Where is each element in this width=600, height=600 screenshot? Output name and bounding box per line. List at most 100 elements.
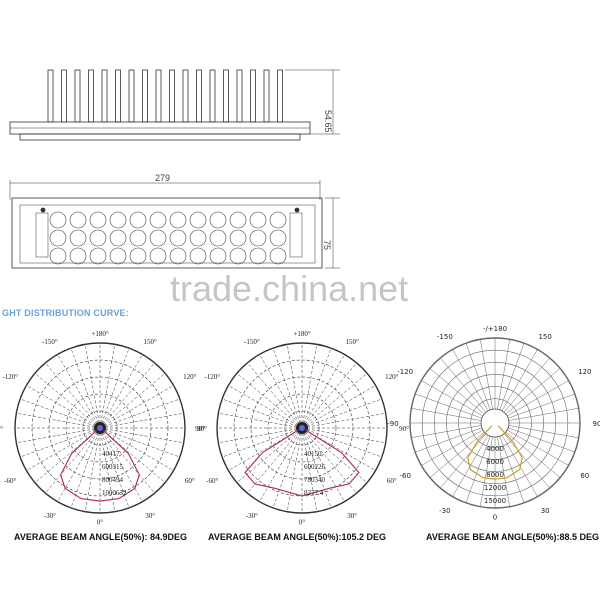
lens	[109, 247, 127, 265]
height-dimension: 54.65	[323, 110, 333, 133]
lens	[129, 247, 147, 265]
lens	[269, 247, 287, 265]
lens	[109, 229, 127, 247]
angle-label: -150°	[244, 338, 260, 346]
angle-label: 30°	[347, 512, 357, 520]
angle-label: -30°	[44, 512, 56, 520]
polar-spoke	[236, 373, 303, 429]
polar-spoke	[99, 385, 174, 429]
angle-label: 150	[538, 333, 551, 341]
fin	[182, 69, 189, 123]
polar-spoke	[57, 427, 101, 502]
angle-label: 60°	[185, 477, 195, 485]
lens	[129, 229, 147, 247]
angle-label: 90°	[0, 425, 3, 433]
polar-spoke	[99, 344, 116, 429]
ring-value-label: 600226	[304, 463, 326, 471]
lens	[89, 229, 107, 247]
ring-value-label: 6000	[486, 458, 504, 466]
lens-array	[40, 207, 300, 265]
polar-spoke	[272, 427, 303, 508]
heatsink-side-view	[9, 69, 340, 141]
polar-center-dot	[299, 425, 305, 431]
lens	[229, 211, 247, 229]
angle-label: -60°	[206, 477, 218, 485]
watermark: trade.china.net	[170, 268, 409, 309]
polar-spoke	[70, 348, 101, 429]
ring-value-label: 600315	[102, 463, 124, 471]
fin	[209, 69, 216, 123]
ring-value-label: 40150	[304, 450, 322, 458]
ring-value-label: 12000	[484, 484, 506, 492]
angle-label: -90	[387, 420, 398, 428]
lens	[109, 211, 127, 229]
angle-label: 30°	[145, 512, 155, 520]
polar-spoke	[301, 427, 318, 512]
polar-spoke	[222, 427, 303, 458]
angle-label: -150	[437, 333, 453, 341]
polar-spoke	[99, 373, 166, 429]
fin	[196, 69, 202, 123]
polar-spoke	[301, 348, 332, 429]
polar-ring	[14, 342, 186, 514]
polar-spoke	[99, 427, 143, 502]
beam-curve	[467, 425, 523, 480]
lens	[49, 229, 67, 247]
depth-dimension: 75	[322, 240, 332, 250]
angle-label: -/+180	[483, 325, 507, 333]
fin	[74, 69, 81, 123]
polar-spoke	[301, 344, 318, 429]
lens	[89, 247, 107, 265]
polar-spoke	[20, 427, 101, 458]
fin	[101, 69, 108, 123]
angle-label: 60	[580, 472, 589, 480]
lens	[149, 247, 167, 265]
angle-label: -150°	[42, 338, 58, 346]
screw-icon	[40, 207, 46, 213]
polar-spoke	[228, 427, 303, 471]
polar-spoke	[301, 354, 345, 429]
polar-spoke	[301, 362, 357, 429]
fin	[263, 69, 270, 123]
polar-ring	[65, 393, 135, 463]
lens	[69, 229, 87, 247]
polar-spoke	[218, 427, 303, 444]
angle-label: 150°	[143, 338, 157, 346]
polar-spoke	[272, 348, 303, 429]
angle-label: +180°	[91, 330, 108, 338]
polar-chart-1: +180°-150°150°-120°120°90°90°-60°60°-30°…	[0, 330, 207, 527]
angle-label: 150°	[345, 338, 359, 346]
section-title: GHT DISTRIBUTION CURVE:	[2, 308, 129, 318]
angle-label: 90	[593, 420, 600, 428]
polar-spoke	[99, 427, 184, 444]
lens	[169, 229, 187, 247]
polar-spoke	[20, 398, 101, 429]
polar-spoke	[301, 427, 357, 494]
polar-ring	[216, 342, 388, 514]
ring-value-label: 1000632	[102, 489, 127, 497]
polar-spoke	[301, 412, 386, 429]
lens	[129, 211, 147, 229]
lens	[69, 247, 87, 265]
fin	[88, 69, 94, 123]
fin	[142, 69, 148, 123]
angle-label: 90°	[197, 425, 207, 433]
polar-spoke	[57, 354, 101, 429]
polar-spoke	[222, 398, 303, 429]
lens	[149, 229, 167, 247]
beam-curve	[60, 429, 140, 502]
angle-label: -60°	[4, 477, 16, 485]
lens	[169, 247, 187, 265]
fin	[223, 69, 229, 123]
polar-center-dot	[97, 425, 103, 431]
polar-spoke	[99, 362, 155, 429]
lens	[69, 211, 87, 229]
fin	[115, 69, 121, 123]
angle-label: 120°	[183, 373, 197, 381]
polar-spoke	[301, 427, 382, 458]
ring-value-label: 4000	[486, 445, 504, 453]
lens	[209, 229, 227, 247]
angle-label: 120°	[385, 373, 399, 381]
